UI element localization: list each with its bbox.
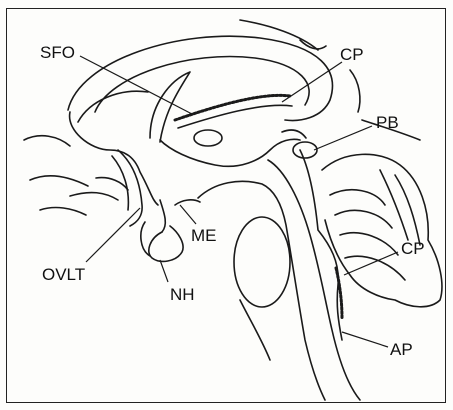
fourth-ventricle <box>300 150 342 340</box>
lamina-terminalis <box>118 150 142 226</box>
septum-curve <box>78 91 148 122</box>
pineal-body <box>293 142 317 158</box>
leader-pb <box>314 126 372 150</box>
neurohypophysis <box>149 226 183 261</box>
label-cp-right: CP <box>401 240 425 257</box>
interthalamic-adhesion <box>194 130 222 146</box>
label-ap: AP <box>390 341 413 358</box>
optic-chiasm <box>96 178 128 190</box>
label-sfo: SFO <box>40 44 75 61</box>
median-eminence <box>175 200 200 205</box>
choroid-plexus-upper <box>175 95 290 120</box>
label-me: ME <box>191 227 217 244</box>
leader-cp-right <box>344 252 398 275</box>
fornix <box>150 72 190 142</box>
leader-ap <box>342 332 388 347</box>
brainstem-anterior <box>198 181 325 400</box>
leader-me <box>180 205 196 224</box>
label-ovlt: OVLT <box>42 266 85 283</box>
pons <box>234 217 290 307</box>
leader-nh <box>160 260 168 282</box>
corpus-callosum-outline <box>68 36 332 120</box>
corpus-callosum-inner <box>95 57 309 112</box>
pituitary-stalk <box>160 200 165 232</box>
label-nh: NH <box>170 286 195 303</box>
label-pb: PB <box>376 114 399 131</box>
label-cp-top: CP <box>340 46 364 63</box>
leader-ovlt <box>86 208 140 262</box>
leader-sfo <box>80 56 192 114</box>
